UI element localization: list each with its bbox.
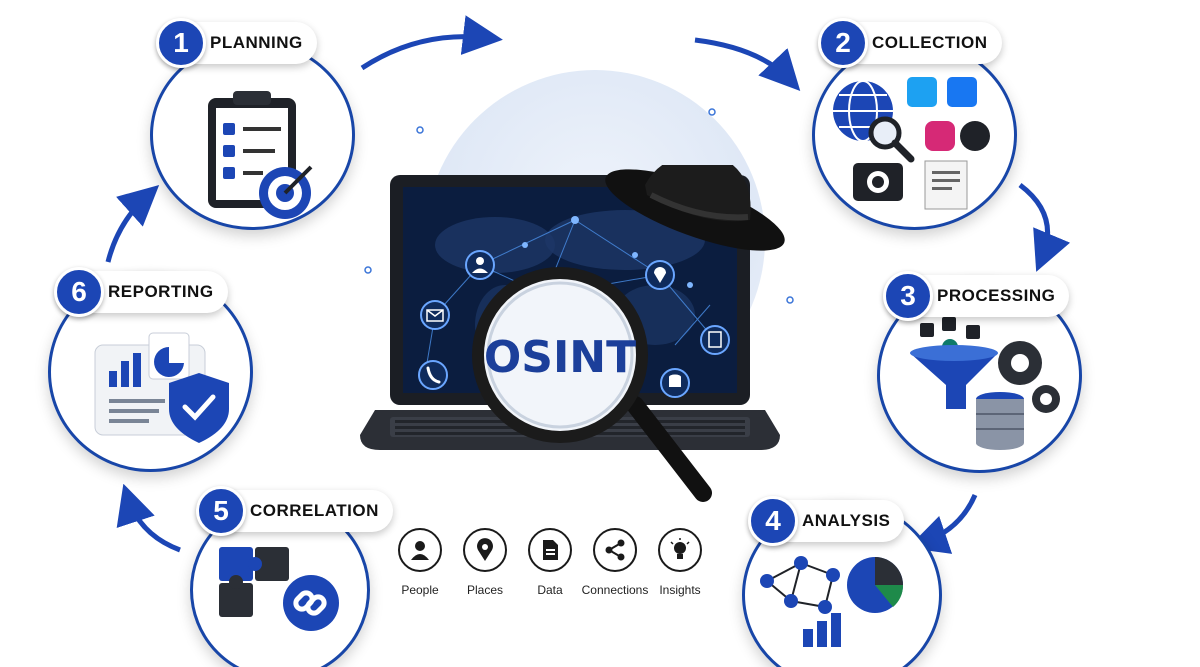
stage-title-planning: PLANNING: [210, 33, 303, 52]
laptop-illustration: [360, 165, 785, 502]
stage-number-6: 6: [54, 267, 104, 317]
stage-analysis-label: 4 ANALYSIS: [748, 496, 905, 546]
share-nodes-icon: [593, 528, 637, 572]
arrow-collection-to-processing: [1018, 183, 1071, 272]
stage-number-4: 4: [748, 496, 798, 546]
lightbulb-icon: [658, 528, 702, 572]
stage-planning-circle: [150, 40, 355, 230]
stage-collection-circle: [812, 40, 1017, 230]
screen-pin-icon: [645, 260, 675, 290]
screen-person-icon: [465, 250, 495, 280]
category-label-people: People: [401, 583, 439, 597]
category-places: Places: [445, 528, 525, 597]
arrow-correlation-to-reporting: [116, 483, 181, 553]
category-people: People: [380, 528, 460, 597]
arrow-processing-to-analysis: [907, 493, 978, 554]
category-connections: Connections: [575, 528, 655, 597]
network-chart-icon: [760, 556, 904, 647]
category-label-data: Data: [537, 583, 563, 597]
screen-database-icon: [660, 368, 690, 398]
category-label-places: Places: [466, 583, 504, 597]
screen-phone-icon: [418, 360, 448, 390]
person-icon: [398, 528, 442, 572]
funnel-gears-database-icon: [910, 317, 1060, 450]
arrow-reporting-to-planning: [105, 184, 160, 263]
magnifying-glass-icon: [472, 267, 712, 502]
stage-processing-label: 3 PROCESSING: [883, 271, 1070, 321]
arrow-planning-to-collection-b: [694, 37, 801, 91]
stage-title-processing: PROCESSING: [937, 286, 1056, 305]
stage-correlation-label: 5 CORRELATION: [196, 486, 393, 536]
category-label-insights: Insights: [659, 583, 701, 597]
stage-title-correlation: CORRELATION: [250, 501, 379, 520]
screen-mail-icon: [420, 300, 450, 330]
stage-number-3: 3: [883, 271, 933, 321]
report-shield-icon: [94, 332, 229, 443]
screen-doc-icon: [700, 325, 730, 355]
stage-planning-label: 1 PLANNING: [156, 18, 317, 68]
stage-title-collection: COLLECTION: [872, 33, 988, 52]
stage-reporting-label: 6 REPORTING: [54, 267, 228, 317]
category-insights: Insights: [640, 528, 720, 597]
osint-lens-text: OSINT: [484, 332, 636, 383]
stage-number-5: 5: [196, 486, 246, 536]
category-label-connections: Connections: [581, 583, 649, 597]
stage-title-analysis: ANALYSIS: [802, 511, 891, 530]
lens-text-layer: OSINT: [484, 332, 636, 383]
arrow-planning-to-collection-a: [360, 15, 503, 71]
location-pin-icon: [463, 528, 507, 572]
clipboard-target-icon: [208, 91, 313, 219]
stage-number-2: 2: [818, 18, 868, 68]
puzzle-link-icon: [219, 547, 339, 631]
collection-sources-icons: [833, 77, 990, 210]
stage-number-1: 1: [156, 18, 206, 68]
document-icon: [528, 528, 572, 572]
detective-hat-icon: [605, 165, 785, 251]
category-data: Data: [510, 528, 590, 597]
stage-collection-label: 2 COLLECTION: [818, 18, 1002, 68]
stage-title-reporting: REPORTING: [108, 282, 214, 301]
